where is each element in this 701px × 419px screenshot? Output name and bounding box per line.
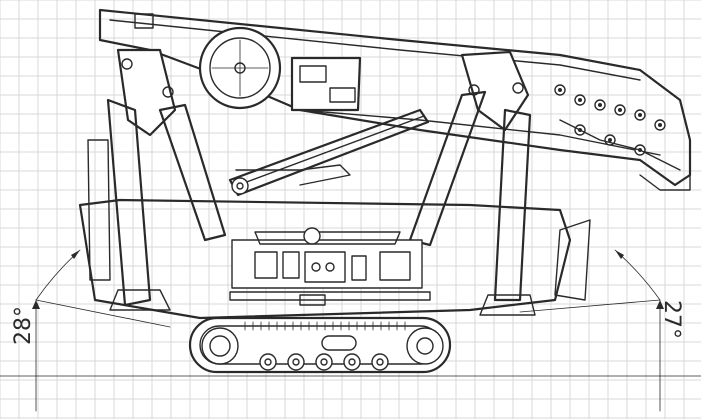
engine-panel-3 xyxy=(351,255,367,281)
road-wheel-hub xyxy=(264,358,272,366)
chassis-outline xyxy=(78,198,572,320)
track-idler xyxy=(406,327,444,365)
left-outrigger-upper-plate xyxy=(116,48,177,137)
road-wheel xyxy=(371,353,389,371)
left-outrigger-strut xyxy=(158,103,227,242)
main-cylinder-pin xyxy=(236,182,244,190)
control-dial-2 xyxy=(325,262,335,272)
road-wheel-hub xyxy=(292,358,300,366)
boom-joint-pin xyxy=(658,123,662,127)
boom-cylinder-rod xyxy=(559,119,681,171)
road-wheel-hub xyxy=(320,358,328,366)
right-outrigger-pin-top xyxy=(468,84,480,96)
left-outrigger-pin-top xyxy=(121,58,133,70)
right-outrigger-lower-leg xyxy=(493,108,532,302)
main-cylinder-rod xyxy=(235,115,425,187)
right-outrigger xyxy=(408,50,591,316)
control-box-body xyxy=(290,56,362,112)
boom-assembly xyxy=(98,8,692,191)
left-arc-arrow-lower xyxy=(32,300,40,309)
road-wheel xyxy=(343,353,361,371)
chassis xyxy=(78,198,572,320)
right-angle-label: 27° xyxy=(659,300,684,339)
right-arc-arrow-lower xyxy=(656,300,664,309)
main-cylinder-bracket xyxy=(235,164,351,186)
crawler-track xyxy=(188,316,452,374)
right-rear-guard xyxy=(554,219,591,301)
boom-joint-pin xyxy=(558,88,562,92)
boom-tip-bracket xyxy=(134,13,154,29)
chassis-latch xyxy=(299,294,326,306)
left-outrigger xyxy=(87,48,227,311)
engine-top-rail xyxy=(254,231,401,245)
boom-joint-pin xyxy=(638,113,642,117)
track-idler-hub xyxy=(416,337,434,355)
road-wheel xyxy=(315,353,333,371)
road-wheel-hub xyxy=(348,358,356,366)
main-cylinder xyxy=(228,108,430,197)
right-outrigger-strut xyxy=(408,90,487,247)
engine-panel-4 xyxy=(379,251,411,281)
left-angle-arc xyxy=(35,249,81,412)
engine-top-pulley xyxy=(303,227,321,245)
main-cylinder-pivot xyxy=(231,177,249,195)
boom-joint-pin xyxy=(608,138,612,142)
track-road-wheels xyxy=(259,353,389,371)
control-dial-1 xyxy=(311,262,321,272)
left-angle-label: 28° xyxy=(11,306,36,345)
left-outrigger-pin-mid xyxy=(162,86,174,98)
winch-drum-inner xyxy=(209,37,271,99)
ground-and-angle-lines xyxy=(0,249,701,412)
boom-joint-pin xyxy=(598,103,602,107)
boom-outline xyxy=(98,8,692,187)
boom-joint-pin xyxy=(578,98,582,102)
control-box xyxy=(290,56,362,112)
track-teeth xyxy=(244,321,406,331)
chassis-base-plate xyxy=(229,291,431,301)
control-box-cover xyxy=(329,87,356,103)
winch-drum xyxy=(198,26,282,110)
road-wheel xyxy=(259,353,277,371)
track-tension-window xyxy=(321,335,357,351)
left-outrigger-lower-leg xyxy=(106,98,152,307)
control-box-panel xyxy=(299,65,327,83)
boom-joint-pin xyxy=(618,108,622,112)
right-angle-arc xyxy=(614,249,661,412)
boom-end-hook xyxy=(639,174,691,191)
left-angle-ray xyxy=(35,299,171,328)
right-outrigger-upper-plate xyxy=(460,50,530,132)
road-wheel xyxy=(287,353,305,371)
engine-panel-1 xyxy=(254,251,278,279)
right-outrigger-pin-mid xyxy=(512,82,524,94)
left-frame-column xyxy=(87,139,111,281)
track-drive-hub xyxy=(209,335,231,357)
road-wheel-hub xyxy=(376,358,384,366)
track-drive-sprocket xyxy=(201,327,239,365)
engine-panel-2 xyxy=(282,251,300,279)
control-cluster xyxy=(304,251,346,283)
right-arc-arrow xyxy=(615,250,624,259)
left-arc-arrow xyxy=(71,250,80,259)
right-angle-ray xyxy=(519,299,661,313)
